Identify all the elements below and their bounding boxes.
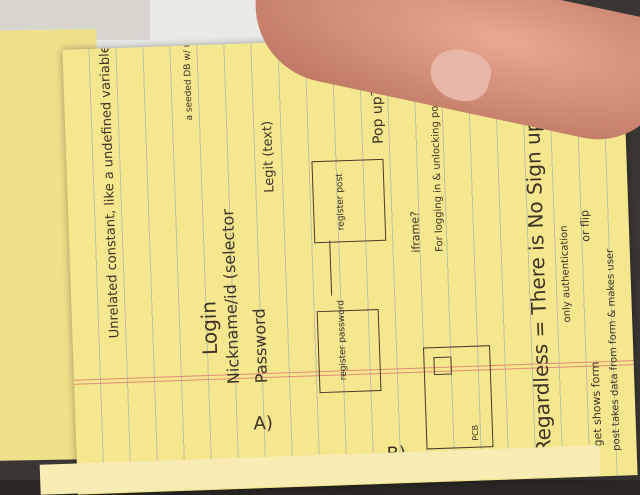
sketch-box-right-label: register post bbox=[334, 173, 347, 231]
handwritten-section-a: A) bbox=[253, 412, 274, 435]
handwritten-popup-note: Pop up? bbox=[368, 88, 387, 145]
handwritten-iframe-note: iframe? bbox=[408, 210, 423, 253]
handwritten-login-title: Login bbox=[196, 300, 223, 356]
handwritten-flip-note: or flip bbox=[578, 209, 593, 242]
sketch-box-right bbox=[311, 158, 387, 244]
sketch-small-checkbox bbox=[433, 356, 452, 376]
sketch-small-label: PCB bbox=[470, 424, 481, 441]
handwritten-legit-note: Legit (text) bbox=[260, 120, 278, 194]
sketch-box-left bbox=[316, 309, 382, 394]
handwritten-password-field: Password bbox=[249, 308, 272, 384]
